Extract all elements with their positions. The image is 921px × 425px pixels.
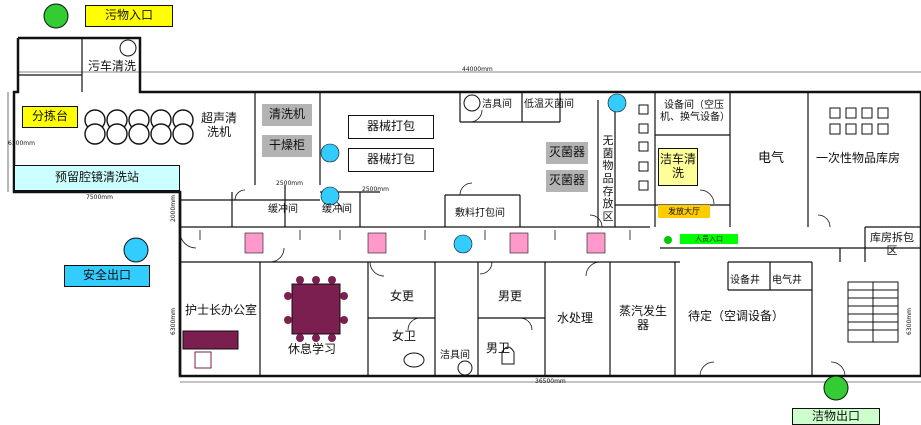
sorting-table: 分拣台 bbox=[22, 106, 78, 128]
head-nurse-office-label: 护士长办公室 bbox=[185, 303, 258, 317]
dim-top-width: 44000mm bbox=[462, 66, 493, 73]
buffer-room-2-label: 缓冲间 bbox=[322, 204, 352, 215]
sinks bbox=[119, 39, 481, 376]
corridor-markers bbox=[199, 230, 631, 240]
sterilizer-2: 灭菌器 bbox=[546, 170, 588, 192]
endoscope-wash-station: 预留腔镜清洗站 bbox=[14, 165, 180, 191]
dim-buffer-width: 2500mm bbox=[276, 180, 303, 187]
rest-study-label: 休息学习 bbox=[288, 342, 337, 356]
staff-entrance-marker bbox=[664, 236, 672, 244]
interior-walls bbox=[18, 38, 921, 376]
dim-bottom-width: 36500mm bbox=[535, 378, 566, 385]
buffer-room-1-label: 缓冲间 bbox=[268, 204, 298, 215]
dimension-lines bbox=[7, 71, 921, 383]
equipment-room-label: 设备间（空压机、换气设备） bbox=[660, 100, 730, 123]
instrument-pack-2: 器械打包 bbox=[348, 148, 434, 172]
electrical-shaft-label: 电气井 bbox=[772, 275, 802, 286]
dispatch-hall: 发放大厅 bbox=[658, 205, 710, 218]
outer-walls bbox=[12, 36, 921, 378]
safety-exit-label: 安全出口 bbox=[64, 265, 150, 287]
tbd-room-label: 待定（空调设备） bbox=[688, 309, 785, 323]
pass-window-icons bbox=[320, 93, 627, 254]
door-swings bbox=[179, 109, 846, 377]
storage-racks bbox=[638, 104, 889, 191]
water-treatment-label: 水处理 bbox=[557, 311, 594, 325]
equipment-shaft-label: 设备井 bbox=[730, 275, 760, 286]
dressing-pack-label: 敷料打包间 bbox=[455, 208, 505, 219]
electrical-room-label: 电气 bbox=[758, 151, 785, 166]
janitor-room-1-label: 洁具间 bbox=[482, 99, 512, 110]
male-toilet-label: 男卫 bbox=[486, 341, 511, 355]
washer-box: 清洗机 bbox=[262, 104, 312, 126]
steam-generator-label: 蒸汽发生器 bbox=[618, 304, 667, 332]
dirty-cart-wash-label: 污车清洗 bbox=[88, 59, 137, 73]
exit-icons bbox=[43, 3, 849, 401]
dim-under-endo: 7500mm bbox=[86, 194, 113, 201]
ultrasonic-washer-label: 超声清洗机 bbox=[200, 111, 237, 139]
dim-left-lower: 6300mm bbox=[169, 308, 177, 335]
pass-boxes bbox=[244, 232, 606, 254]
janitor-room-2-label: 洁具间 bbox=[440, 350, 470, 361]
clean-cart-wash: 洁车清洗 bbox=[658, 148, 698, 186]
office-desk bbox=[182, 330, 239, 350]
sterilizer-1: 灭菌器 bbox=[546, 142, 588, 164]
disposables-store-label: 一次性物品库房 bbox=[816, 151, 901, 165]
office-chair bbox=[194, 351, 212, 369]
storeroom-label: 库房拆包区 bbox=[870, 231, 914, 257]
sterile-storage-label: 无菌物品存放区 bbox=[602, 134, 614, 223]
dryer-box: 干燥柜 bbox=[262, 135, 312, 157]
female-changing-label: 女更 bbox=[390, 289, 415, 303]
male-changing-label: 男更 bbox=[498, 289, 523, 303]
dim-left-height: 6300mm bbox=[8, 140, 35, 147]
meeting-table bbox=[284, 276, 348, 342]
staff-entrance-label: 人员入口 bbox=[680, 234, 738, 244]
dirty-entrance-label: 污物入口 bbox=[85, 5, 173, 27]
staircase bbox=[847, 281, 899, 343]
dim-buffer-width-2: 2500mm bbox=[362, 186, 389, 193]
toilets bbox=[403, 346, 515, 368]
female-toilet-label: 女卫 bbox=[392, 329, 417, 343]
dim-right-lower: 6300mm bbox=[905, 308, 913, 335]
dim-corridor-left: 2000mm bbox=[169, 195, 177, 222]
washer-basins bbox=[84, 109, 194, 145]
clean-exit-label: 洁物出口 bbox=[792, 408, 880, 425]
low-temp-sterilizer-label: 低温灭菌间 bbox=[524, 99, 574, 110]
instrument-pack-1: 器械打包 bbox=[348, 115, 434, 139]
